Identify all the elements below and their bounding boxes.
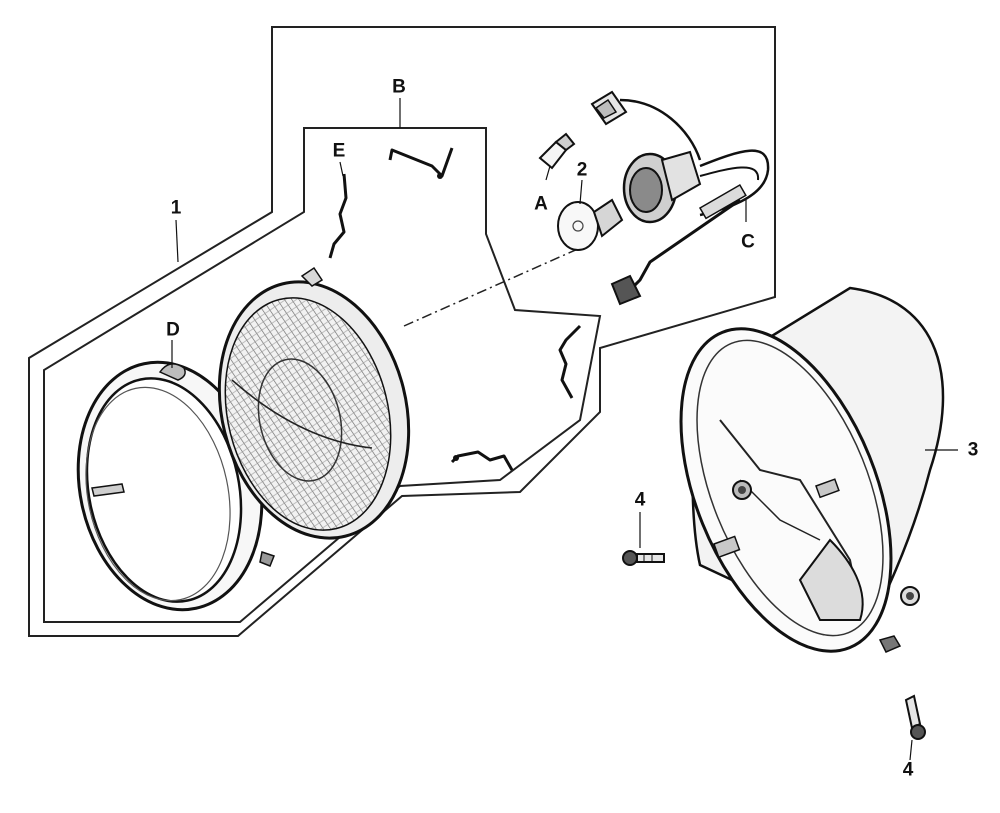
- callout-part-4-lower: 4: [902, 759, 914, 781]
- leader-e: [339, 161, 344, 177]
- spring-clip-right: [558, 324, 582, 399]
- leader-2: [579, 179, 583, 205]
- screw-upper: [622, 512, 665, 566]
- leader-1: [175, 219, 179, 263]
- callout-label-e: E: [332, 140, 346, 162]
- callout-part-3: 3: [967, 439, 979, 461]
- headlight-lens: [217, 266, 411, 540]
- headlight-case-3: [679, 286, 945, 653]
- headlight-rim: [76, 360, 275, 612]
- screw-lower: [904, 694, 926, 761]
- position-bulb-a: [538, 132, 576, 181]
- callout-part-1: 1: [170, 197, 182, 219]
- callout-label-d: D: [166, 319, 180, 341]
- callout-label-a: A: [534, 193, 548, 215]
- main-bulb-2: [557, 198, 624, 251]
- callout-label-c: C: [741, 231, 755, 253]
- spring-clip-e: [328, 173, 348, 259]
- bulb-socket-harness-c: [610, 98, 770, 306]
- spring-clip-bottom: [450, 450, 514, 471]
- callout-part-4-upper: 4: [634, 489, 646, 511]
- callout-label-b: B: [392, 76, 406, 98]
- assembly-outline-inner: [43, 127, 602, 623]
- bulb-socket-small: [590, 90, 628, 126]
- callout-part-2: 2: [576, 159, 588, 181]
- assembly-outline-outer: [28, 26, 776, 637]
- alignment-line: [403, 247, 581, 327]
- spring-clip-b: [388, 147, 454, 179]
